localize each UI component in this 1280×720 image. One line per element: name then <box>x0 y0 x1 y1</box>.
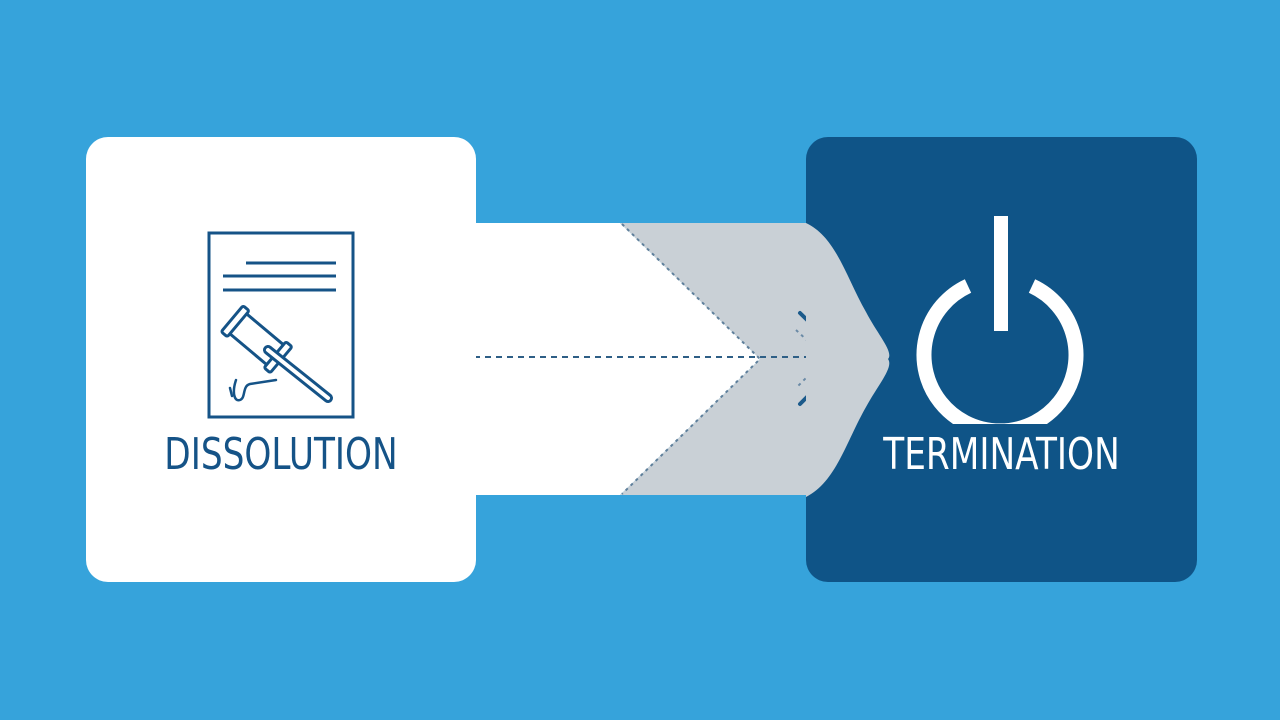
card-cutout <box>806 223 890 497</box>
dissolution-card: DISSOLUTION <box>86 137 476 582</box>
connector-white-band <box>470 223 760 495</box>
termination-card: TERMINATION <box>806 137 1197 582</box>
power-icon <box>916 216 1084 424</box>
termination-label: TERMINATION <box>883 429 1120 480</box>
connector-shadow-band <box>620 223 812 495</box>
document-gavel-icon <box>207 231 355 419</box>
connector-dotted-edge <box>621 223 762 495</box>
dissolution-label: DISSOLUTION <box>164 429 398 480</box>
